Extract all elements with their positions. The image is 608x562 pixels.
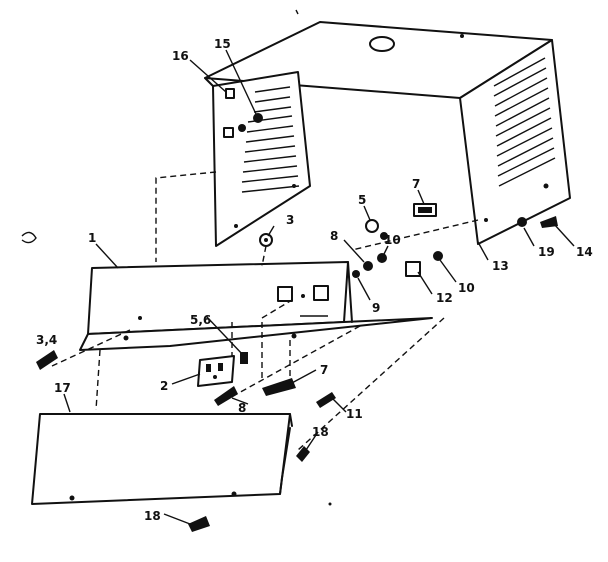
callout-15: 15 <box>214 37 231 51</box>
callout-3: 3 <box>286 213 294 227</box>
callout-3-4: 3,4 <box>36 333 57 347</box>
callout-18-bottom: 18 <box>144 509 161 523</box>
callout-8-bottom: 8 <box>238 401 246 415</box>
part-19-washer <box>517 217 527 227</box>
callout-13: 13 <box>492 259 509 273</box>
callout-7-bottom: 7 <box>320 363 328 377</box>
leader-lines <box>63 49 575 525</box>
part-5-washer <box>365 219 379 233</box>
side-louvers <box>493 57 556 187</box>
callout-11: 11 <box>346 407 363 421</box>
part-8-knob <box>363 261 373 271</box>
bottom-cover <box>31 413 293 505</box>
callout-12: 12 <box>436 291 453 305</box>
part-11-strain-relief <box>316 392 336 408</box>
chassis-cutout-left <box>277 286 293 302</box>
part-12-switch <box>405 261 421 277</box>
part-15-nut <box>253 113 263 123</box>
part-10-nut <box>377 253 387 263</box>
callout-14: 14 <box>576 245 593 259</box>
bottom-cover-face <box>31 413 291 505</box>
part-2-receptacle <box>197 355 235 387</box>
callout-labels: 16 15 7 5 3 8 10 1 9 12 10 13 19 14 3,4 … <box>36 37 593 523</box>
chassis-base <box>79 317 433 351</box>
callout-17: 17 <box>54 381 71 395</box>
front-louvers <box>241 86 300 193</box>
cover-top-hole <box>369 36 395 52</box>
callout-9: 9 <box>372 301 380 315</box>
part-7-fuse-holder <box>413 203 437 217</box>
callout-10-bottom: 10 <box>458 281 475 295</box>
callout-16: 16 <box>172 49 189 63</box>
callout-5-6: 5,6 <box>190 313 211 327</box>
part-8-lower-cord <box>214 386 238 406</box>
part-16-bushing <box>225 88 235 99</box>
part-18-screw-bottom <box>188 516 210 532</box>
small-parts <box>21 9 558 532</box>
part-7-lower-fuse <box>262 378 296 396</box>
callout-18-right: 18 <box>312 425 329 439</box>
part-34-screw <box>36 350 58 370</box>
part-10-second-nut <box>433 251 443 261</box>
callout-5: 5 <box>358 193 366 207</box>
assembly-lines <box>51 171 479 451</box>
cabinet-cover <box>204 21 571 247</box>
callout-2: 2 <box>160 379 168 393</box>
callout-19: 19 <box>538 245 555 259</box>
callout-1: 1 <box>88 231 96 245</box>
cover-front-face <box>212 71 311 247</box>
callout-10-top: 10 <box>384 233 401 247</box>
part-56-clip <box>240 352 248 364</box>
part-14-screw <box>540 216 558 228</box>
callout-8-top: 8 <box>330 229 338 243</box>
chassis-cutout-right <box>313 285 329 301</box>
chassis <box>79 261 433 351</box>
callout-7-top: 7 <box>412 177 420 191</box>
